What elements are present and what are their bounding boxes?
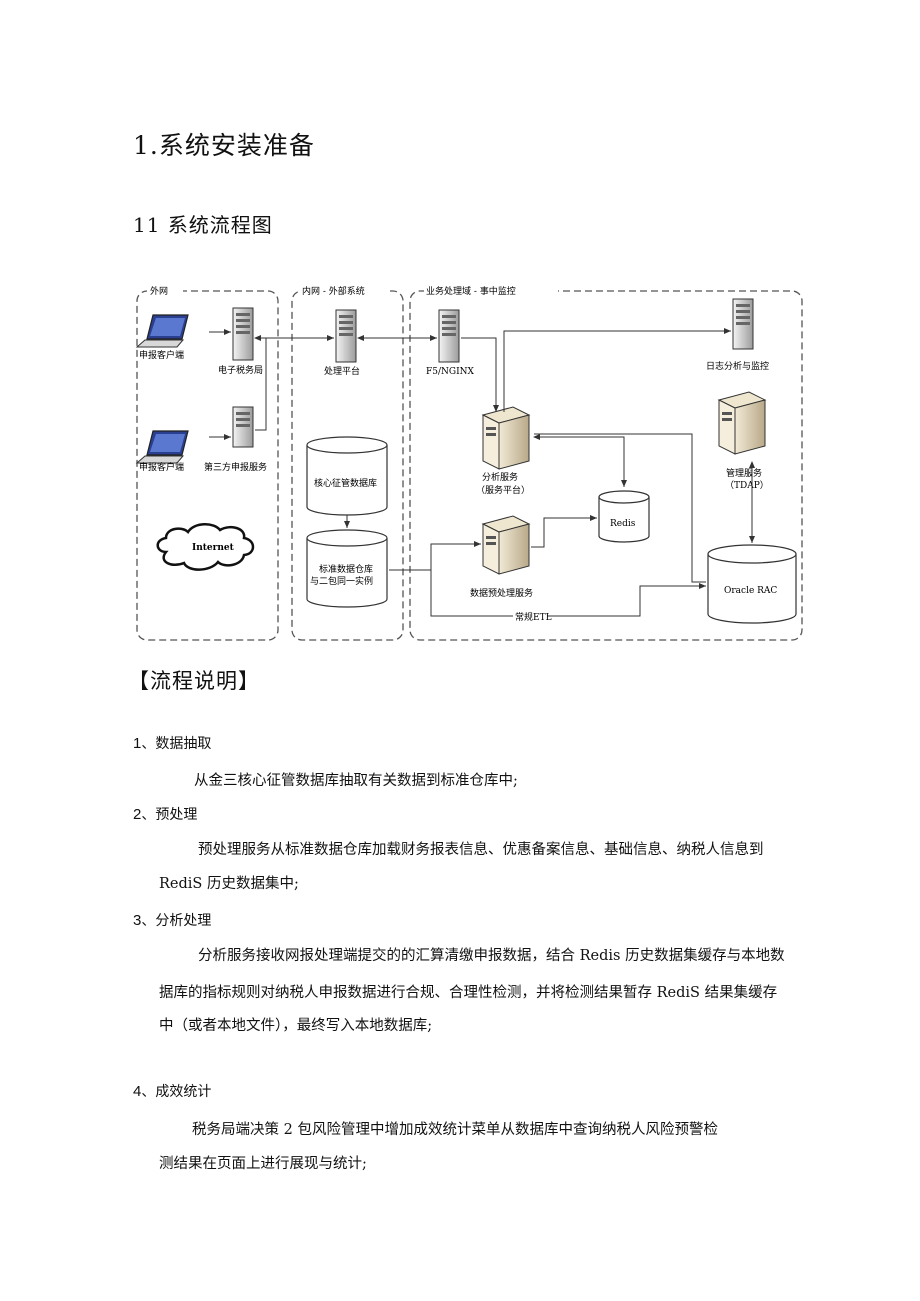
laptop-icon <box>135 314 189 348</box>
database-icon <box>707 544 797 624</box>
oracle-label: Oracle RAC <box>724 586 777 596</box>
analysis-label-2: （服务平台） <box>476 484 530 496</box>
f5-label: F5/NGINX <box>426 367 474 377</box>
paragraph-line: 分析服务接收网报处理端提交的的汇算清缴申报数据，结合 Redis 历史数据集缓存… <box>198 948 785 964</box>
mgmt-label-2: （TDAP） <box>725 480 769 491</box>
zone-external-box <box>136 290 279 641</box>
server-icon <box>481 406 531 470</box>
paragraph-line: 从金三核心征管数据库抽取有关数据到标准仓库中; <box>194 773 518 789</box>
section-number: 1 <box>133 735 142 752</box>
section-title-text: 、预处理 <box>141 807 198 823</box>
client2-label: 申报客户端 <box>139 461 184 473</box>
server-icon <box>732 298 754 350</box>
heading-1: 1.系统安装准备 <box>133 131 315 160</box>
third-party-label: 第三方申报服务 <box>204 461 267 473</box>
section-title: 4、成效统计 <box>133 1081 211 1101</box>
zone-external-label: 外网 <box>150 285 168 297</box>
std-db-label-2: 与二包同一实例 <box>310 575 373 587</box>
heading-2: 11 系统流程图 <box>133 213 273 237</box>
internet-label: Internet <box>192 543 235 553</box>
paragraph-line: 预处理服务从标准数据仓库加载财务报表信息、优惠备案信息、基础信息、纳税人信息到 <box>198 842 764 858</box>
heading-3: 【流程说明】 <box>128 669 260 693</box>
server-icon <box>335 309 357 363</box>
section-title-text: 、成效统计 <box>141 1084 212 1100</box>
zone-internal-label: 内网 - 外部系统 <box>302 285 365 297</box>
analysis-label-1: 分析服务 <box>482 471 518 483</box>
std-db-label-1: 标准数据仓库 <box>319 563 373 575</box>
preprocess-label: 数据预处理服务 <box>470 587 533 599</box>
section-title: 2、预处理 <box>133 804 197 824</box>
zone-business-box <box>409 290 803 641</box>
section-number: 3 <box>133 912 142 929</box>
database-icon <box>598 490 650 543</box>
zone-business-label: 业务处理域 - 事中监控 <box>426 285 516 297</box>
database-icon <box>306 529 388 608</box>
section-title: 3、分析处理 <box>133 910 211 930</box>
paragraph-line: RediS 历史数据集中; <box>159 876 299 892</box>
cloud-icon <box>156 523 255 571</box>
server-icon <box>717 391 767 455</box>
log-label: 日志分析与监控 <box>706 360 769 372</box>
redis-label: Redis <box>610 519 636 529</box>
server-icon <box>232 406 254 448</box>
section-number: 4 <box>133 1083 142 1100</box>
section-title-text: 、数据抽取 <box>141 736 212 752</box>
core-db-label: 核心征管数据库 <box>314 477 377 489</box>
section-title: 1、数据抽取 <box>133 733 211 753</box>
platform-label: 处理平台 <box>324 365 360 377</box>
system-flow-diagram: 外网 内网 - 外部系统 业务处理域 - 事中监控 申报客户端 申报客户端 电子… <box>135 283 803 641</box>
mgmt-label-1: 管理服务 <box>726 467 762 479</box>
etax-label: 电子税务局 <box>218 364 263 376</box>
database-icon <box>306 436 388 516</box>
paragraph-line: 税务局端决策 2 包风险管理中增加成效统计菜单从数据库中查询纳税人风险预警检 <box>192 1122 718 1138</box>
client1-label: 申报客户端 <box>139 349 184 361</box>
server-icon <box>438 309 460 363</box>
section-number: 2 <box>133 806 142 823</box>
etl-label: 常规ETL <box>515 611 552 623</box>
paragraph-line: 据库的指标规则对纳税人申报数据进行合规、合理性检测，并将检测结果暂存 RediS… <box>159 985 778 1001</box>
paragraph-line: 测结果在页面上进行展现与统计; <box>159 1156 367 1172</box>
laptop-icon <box>135 430 189 464</box>
section-title-text: 、分析处理 <box>141 913 212 929</box>
server-icon <box>481 515 531 575</box>
server-icon <box>232 307 254 361</box>
paragraph-line: 中（或者本地文件），最终写入本地数据库; <box>159 1018 433 1034</box>
